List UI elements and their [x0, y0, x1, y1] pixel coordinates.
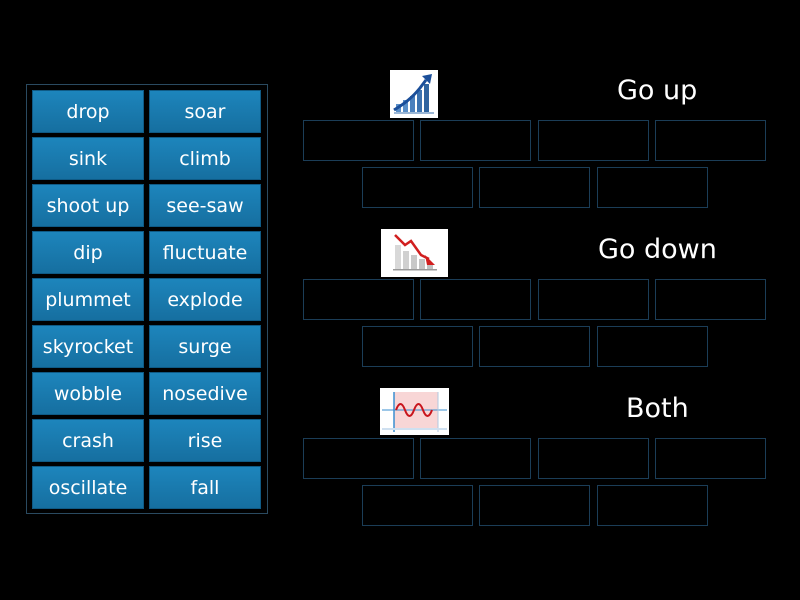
- word-tile[interactable]: explode: [149, 278, 261, 321]
- drop-slot[interactable]: [655, 120, 766, 161]
- word-tile[interactable]: soar: [149, 90, 261, 133]
- drop-slot[interactable]: [420, 120, 531, 161]
- drop-slot[interactable]: [303, 438, 414, 479]
- drop-slot[interactable]: [362, 326, 473, 367]
- category-title: Go up: [617, 75, 698, 106]
- word-tile[interactable]: see-saw: [149, 184, 261, 227]
- word-tile[interactable]: plummet: [32, 278, 144, 321]
- drop-slot[interactable]: [362, 167, 473, 208]
- drop-slot[interactable]: [303, 120, 414, 161]
- drop-slot[interactable]: [597, 326, 708, 367]
- category-title: Go down: [598, 234, 717, 265]
- word-tile[interactable]: sink: [32, 137, 144, 180]
- drop-slot[interactable]: [597, 485, 708, 526]
- drop-slot[interactable]: [420, 438, 531, 479]
- drop-slot[interactable]: [362, 485, 473, 526]
- drop-slot[interactable]: [303, 279, 414, 320]
- drop-slot[interactable]: [479, 167, 590, 208]
- word-bank: drop soar sink climb shoot up see-saw di…: [26, 84, 268, 514]
- word-tile[interactable]: rise: [149, 419, 261, 462]
- word-tile[interactable]: climb: [149, 137, 261, 180]
- drop-slot[interactable]: [420, 279, 531, 320]
- drop-slot[interactable]: [479, 326, 590, 367]
- word-tile[interactable]: nosedive: [149, 372, 261, 415]
- drop-slot[interactable]: [538, 120, 649, 161]
- wave-chart-icon: [380, 388, 449, 435]
- drop-slot[interactable]: [597, 167, 708, 208]
- word-tile[interactable]: fall: [149, 466, 261, 509]
- word-tile[interactable]: crash: [32, 419, 144, 462]
- rising-chart-icon: [390, 70, 438, 118]
- category-title: Both: [626, 393, 689, 424]
- drop-slot[interactable]: [479, 485, 590, 526]
- word-tile[interactable]: surge: [149, 325, 261, 368]
- word-tile[interactable]: drop: [32, 90, 144, 133]
- word-tile[interactable]: skyrocket: [32, 325, 144, 368]
- word-tile[interactable]: wobble: [32, 372, 144, 415]
- drop-slot[interactable]: [655, 279, 766, 320]
- drop-slot[interactable]: [655, 438, 766, 479]
- falling-chart-icon: [381, 229, 448, 277]
- word-tile[interactable]: oscillate: [32, 466, 144, 509]
- word-tile[interactable]: shoot up: [32, 184, 144, 227]
- drop-slot[interactable]: [538, 438, 649, 479]
- drop-slot[interactable]: [538, 279, 649, 320]
- word-tile[interactable]: fluctuate: [149, 231, 261, 274]
- word-tile[interactable]: dip: [32, 231, 144, 274]
